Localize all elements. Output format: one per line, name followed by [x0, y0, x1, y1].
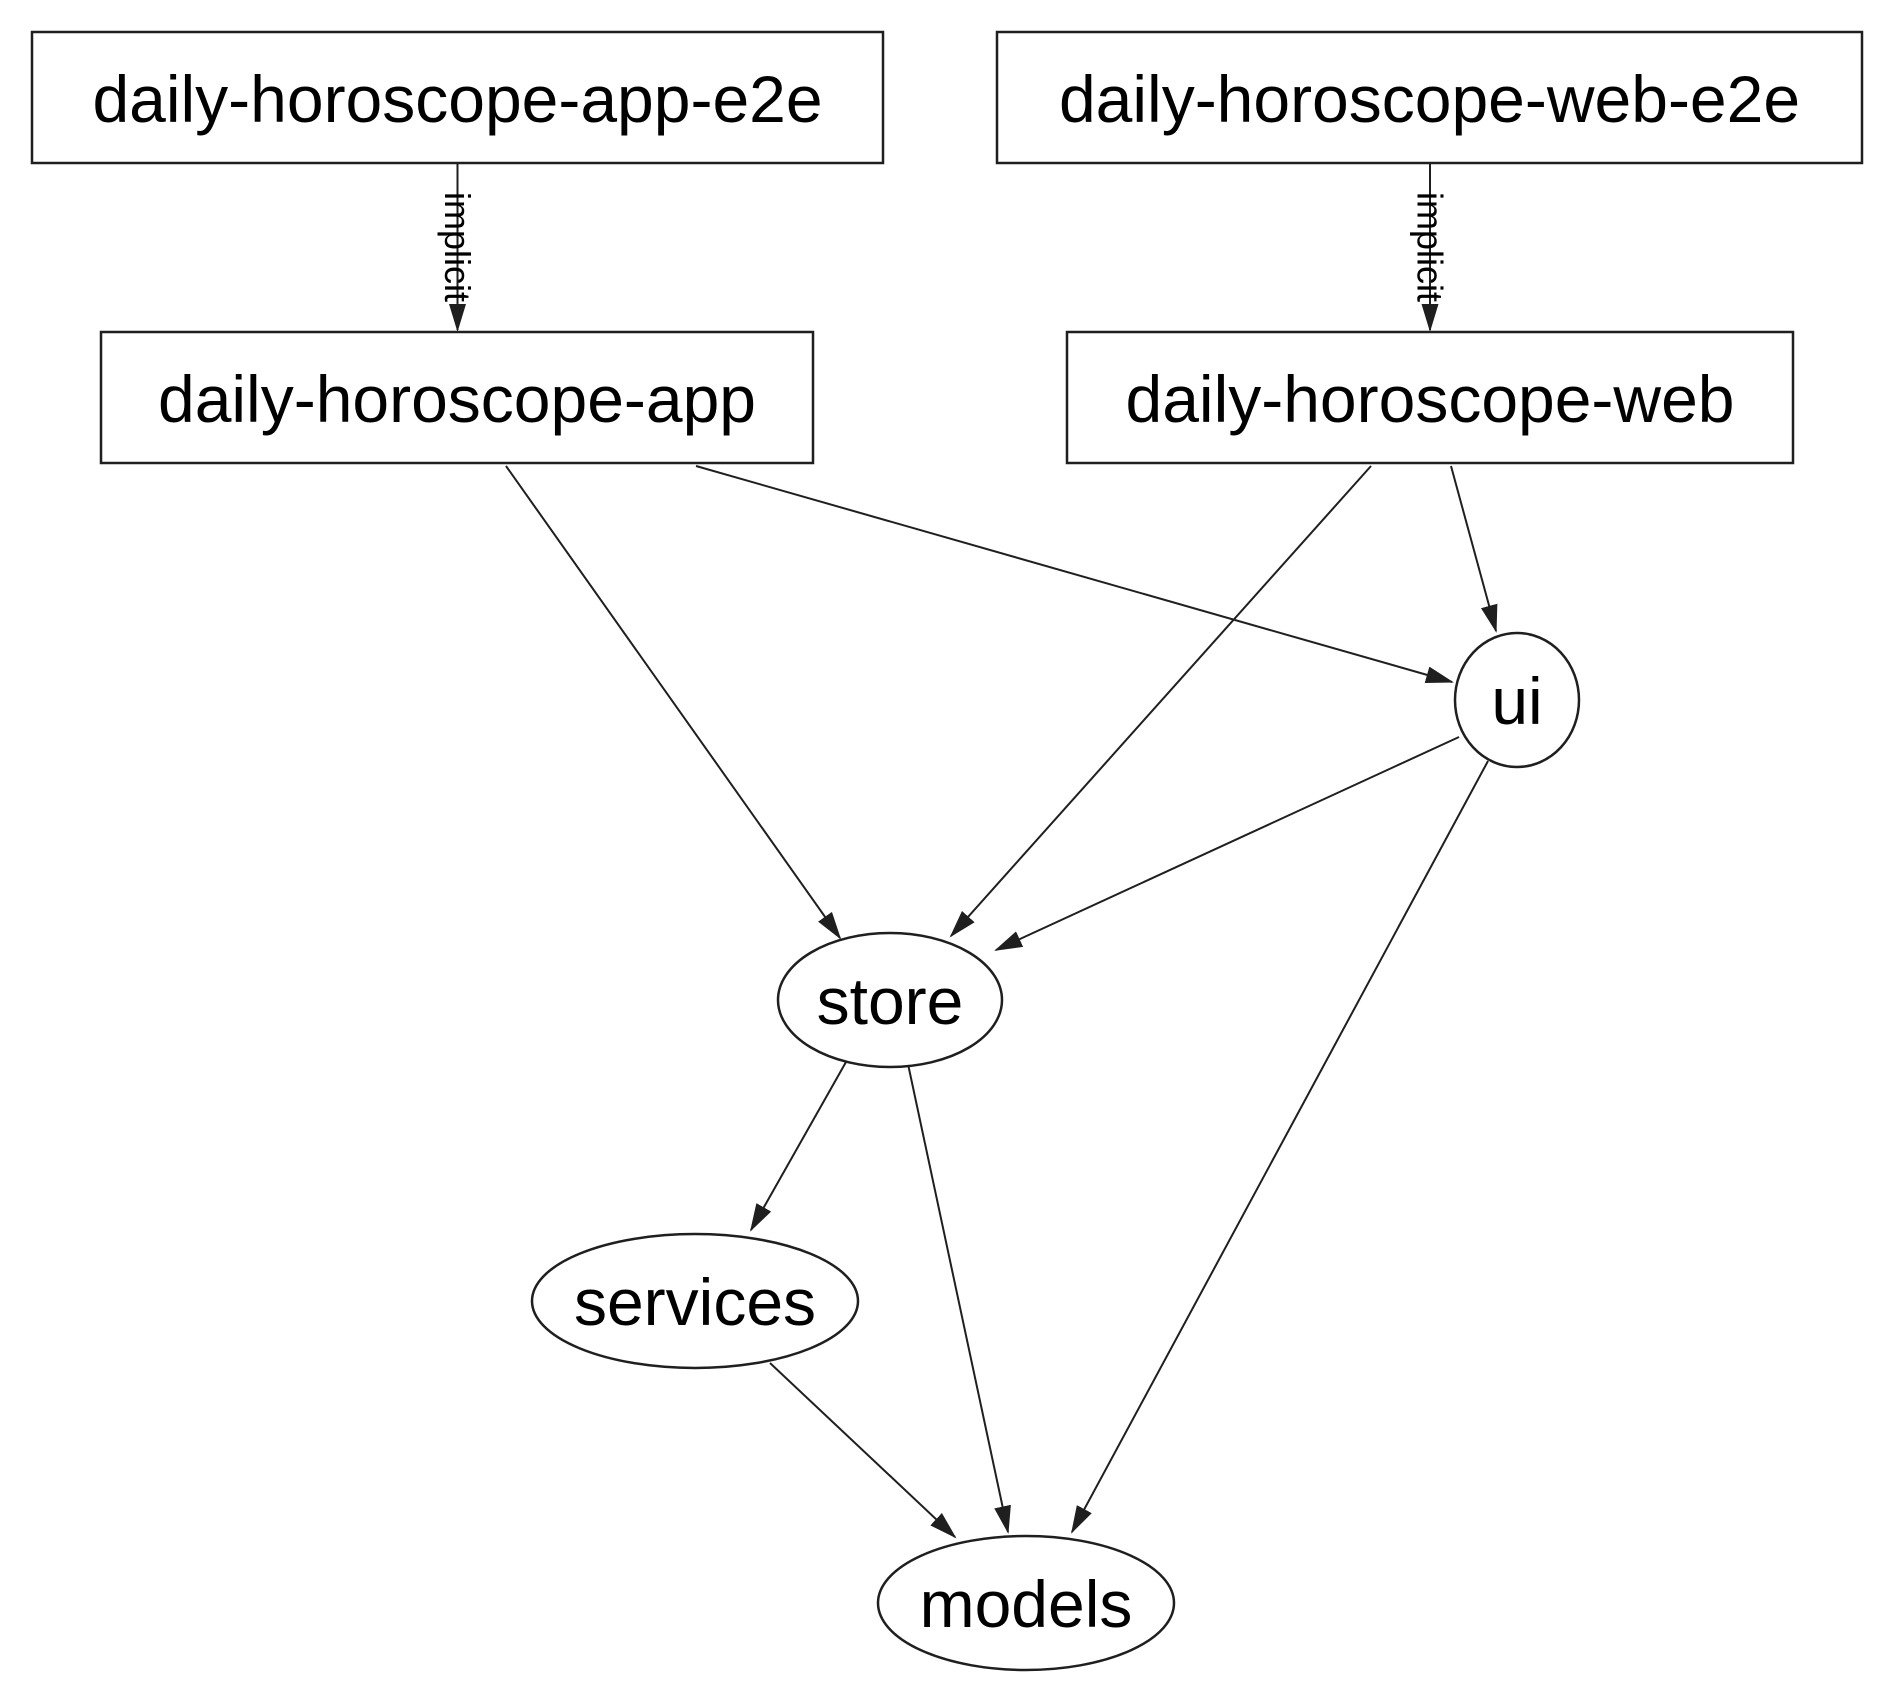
- node-daily-horoscope-web: daily-horoscope-web: [1065, 330, 1795, 465]
- node-store: store: [776, 931, 1004, 1069]
- edge-web-to-store: [949, 465, 1372, 938]
- node-box: [99, 330, 815, 465]
- node-label: daily-horoscope-web: [1126, 362, 1735, 436]
- node-daily-horoscope-app-e2e: daily-horoscope-app-e2e: [30, 30, 885, 165]
- edge-group: implicit implicit: [437, 163, 1498, 1539]
- edge-label-implicit-web: implicit: [1410, 192, 1451, 302]
- node-daily-horoscope-web-e2e: daily-horoscope-web-e2e: [995, 30, 1864, 165]
- edge-store-to-models: [907, 1063, 1011, 1534]
- node-label: daily-horoscope-app: [158, 362, 756, 436]
- node-box: [1065, 330, 1795, 465]
- edge-app-to-store: [505, 465, 842, 940]
- edge-ui-to-models: [1071, 760, 1489, 1534]
- node-services: services: [530, 1232, 860, 1370]
- node-ellipse: [1453, 631, 1581, 769]
- node-label: store: [817, 964, 964, 1038]
- node-label: daily-horoscope-web-e2e: [1059, 62, 1800, 136]
- node-label: models: [920, 1567, 1133, 1641]
- node-label: services: [574, 1265, 816, 1339]
- edge-ui-to-store: [994, 736, 1460, 951]
- node-daily-horoscope-app: daily-horoscope-app: [99, 330, 815, 465]
- node-box: [995, 30, 1864, 165]
- node-ellipse: [876, 1534, 1176, 1672]
- node-models: models: [876, 1534, 1176, 1672]
- node-ellipse: [530, 1232, 860, 1370]
- node-ellipse: [776, 931, 1004, 1069]
- node-box: [30, 30, 885, 165]
- edge-store-to-services: [750, 1061, 847, 1232]
- edge-services-to-models: [769, 1362, 957, 1539]
- node-label: ui: [1491, 664, 1542, 738]
- edge-web-to-ui: [1450, 465, 1498, 633]
- node-label: daily-horoscope-app-e2e: [92, 62, 822, 136]
- node-ui: ui: [1453, 631, 1581, 769]
- edge-app-to-ui: [695, 465, 1454, 684]
- edge-label-implicit-app: implicit: [437, 192, 478, 302]
